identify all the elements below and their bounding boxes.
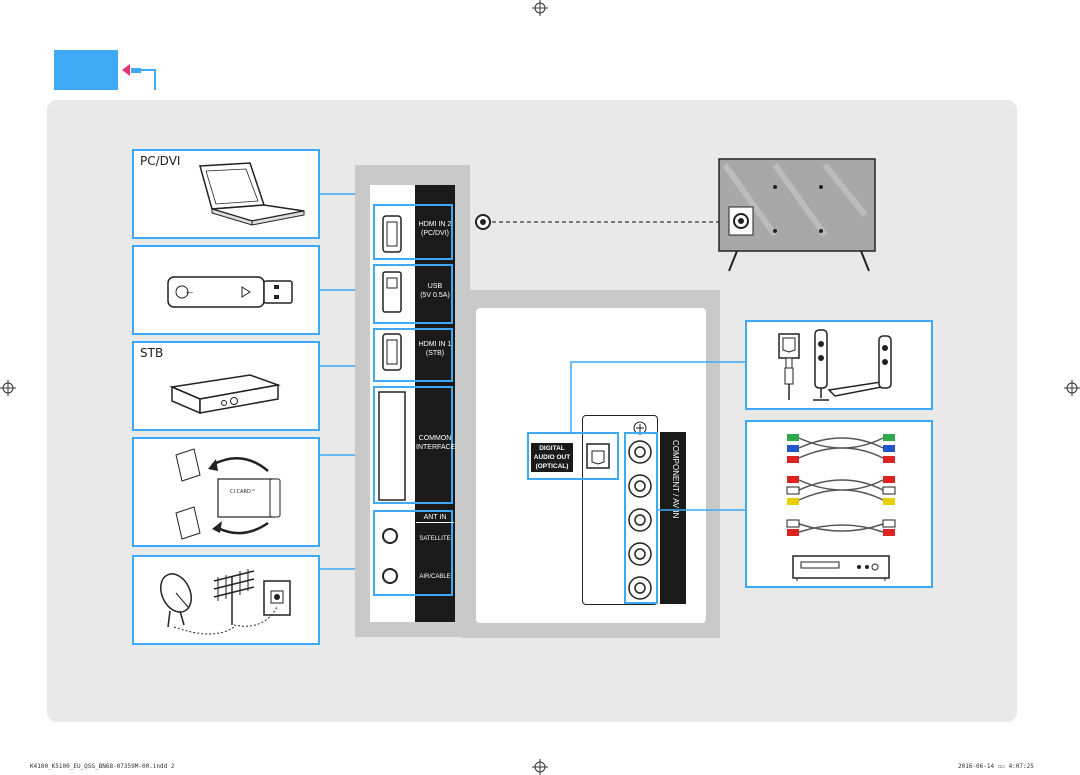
port-label-strip: [415, 185, 455, 622]
hdmi1-port-highlight: [373, 328, 453, 382]
common-interface-label: COMMON INTERFACE: [416, 434, 456, 452]
stb-box: STB: [132, 341, 320, 431]
digital-label-line3: (OPTICAL): [535, 463, 569, 470]
optical-port-highlight: [527, 432, 619, 480]
audio-cable-icon: [786, 519, 896, 536]
stb-label: STB: [140, 346, 164, 360]
satellite-port-icon: [382, 528, 398, 544]
registration-mark-right: [1064, 380, 1080, 396]
hdmi2-label: HDMI IN 2 (PC/DVI): [416, 220, 454, 238]
av-cable-icon: [786, 476, 896, 505]
usb-drive-icon: ⭠: [167, 276, 293, 308]
digital-label-line1: DIGITAL: [539, 445, 565, 452]
hdmi1-label-line1: HDMI IN 1: [418, 341, 452, 348]
digital-audio-out-label: DIGITAL AUDIO OUT (OPTICAL): [531, 443, 573, 472]
hdmi1-label-line2: (STB): [425, 350, 445, 357]
header-blue-block: [54, 50, 118, 90]
ant-in-label: ANT IN: [416, 513, 454, 523]
registration-mark-bottom: [532, 759, 548, 775]
hdmi1-label: HDMI IN 1 (STB): [416, 340, 454, 358]
common-interface-slot-icon: [378, 391, 406, 501]
set-top-box-icon: [169, 374, 281, 415]
common-label-line2: INTERFACE: [416, 444, 456, 451]
usb-label: USB (5V 0.5A): [416, 282, 454, 300]
hdmi2-port-icon: [382, 215, 402, 253]
rca-jacks: [628, 440, 652, 600]
right-connector-lines: [570, 361, 746, 511]
air-cable-port-icon: [382, 568, 398, 584]
usb-box: ⭠: [132, 245, 320, 335]
optical-port-icon: [586, 443, 610, 469]
ci-card-box: CI CARD™: [132, 437, 320, 547]
screw-icon: [633, 421, 647, 435]
av-label-strip: [660, 432, 686, 604]
common-label-line1: COMMON: [418, 435, 452, 442]
registration-mark-left: [0, 380, 16, 396]
usb-label-line1: USB: [427, 283, 443, 290]
port-shapes: [378, 215, 406, 584]
component-cable-icon: [787, 434, 895, 463]
svg-text:⭠: ⭠: [186, 288, 193, 298]
air-cable-label: AIR/CABLE: [419, 574, 451, 580]
hdmi2-label-line2: (PC/DVI): [421, 230, 449, 237]
av-jacks-highlight: [624, 432, 658, 604]
pc-box: PC/DVI: [132, 149, 320, 239]
tv-connection-dashed-line: [475, 214, 732, 230]
usb-label-line2: (5V 0.5A): [420, 292, 450, 299]
antenna-box: [132, 555, 320, 645]
antenna-satellite-icon: [160, 569, 291, 635]
laptop-icon: [199, 162, 305, 226]
hdmi2-label-line1: HDMI IN 2: [418, 221, 452, 228]
footer-file-name: K4100_K5100_EU_QSG_BN68-07359M-00.indd 2: [30, 763, 175, 770]
hdmi2-port-highlight: [373, 204, 453, 260]
usb-port-highlight: [373, 264, 453, 324]
av-cables-and-player-icon: [786, 434, 896, 581]
component-av-label: COMPONENT / AV IN: [671, 440, 680, 519]
ci-card-label: CI CARD™: [230, 489, 256, 495]
av-device-box: [745, 420, 933, 588]
registration-mark-top: [532, 0, 548, 16]
digital-label-line2: AUDIO OUT: [533, 454, 571, 461]
dvd-player-icon: [792, 555, 890, 581]
tv-rear-icon: [718, 158, 876, 272]
pc-dvi-label: PC/DVI: [140, 154, 181, 168]
home-theater-icon: [778, 329, 892, 401]
ci-slot-highlight: [373, 386, 453, 504]
ant-port-highlight: [373, 510, 453, 596]
audio-system-box: [745, 320, 933, 410]
hdmi1-port-icon: [382, 333, 402, 371]
footer-timestamp: 2016-06-14 ☐☐ 4:07:25: [958, 763, 1034, 770]
satellite-label: SATELLITE: [419, 536, 451, 542]
ci-card-icon: CI CARD™: [175, 448, 281, 540]
cable-connector-icon: [122, 64, 156, 90]
